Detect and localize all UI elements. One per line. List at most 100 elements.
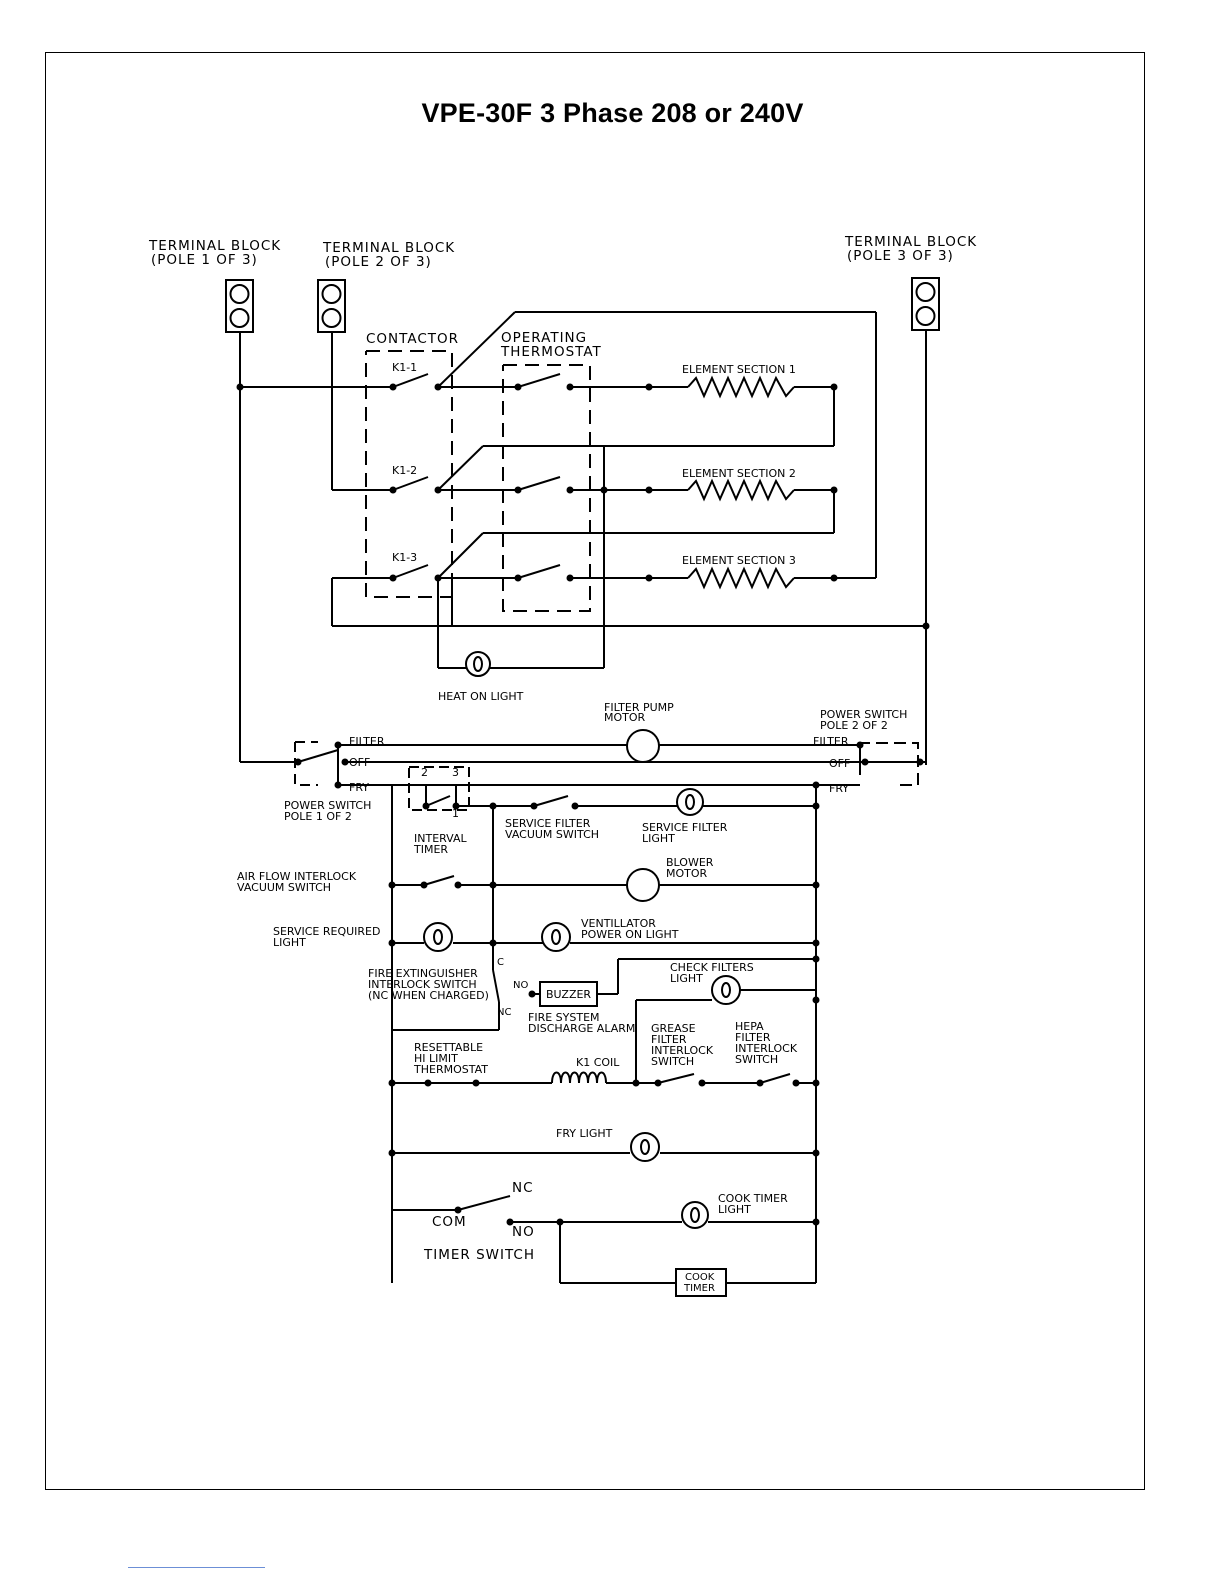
- label-hepa-3: INTERLOCK: [735, 1042, 798, 1055]
- label-filter-pump-1: FILTER PUMP: [604, 701, 674, 714]
- label-heat-on-light: HEAT ON LIGHT: [438, 690, 524, 703]
- label-cook-timer-1: COOK: [685, 1272, 715, 1283]
- blower-motor-icon: [626, 868, 660, 902]
- label-fry-left: FRY: [349, 781, 369, 794]
- heating-elements: [687, 375, 795, 590]
- label-element-1: ELEMENT SECTION 1: [682, 363, 796, 376]
- buzzer-box: [539, 981, 598, 1007]
- label-nc: NC: [497, 1007, 511, 1018]
- label-grease-1: GREASE: [651, 1022, 696, 1035]
- label-timer-1: 1: [452, 807, 459, 820]
- label-ps2-line2: POLE 2 OF 2: [820, 719, 888, 732]
- label-grease-3: INTERLOCK: [651, 1044, 714, 1057]
- label-hilimit-3: THERMOSTAT: [413, 1063, 488, 1076]
- label-filter-right: FILTER: [813, 735, 849, 748]
- label-check-1: CHECK FILTERS: [670, 961, 754, 974]
- heat-on-light-icon: [465, 651, 491, 677]
- label-ps1-line1: POWER SWITCH: [284, 799, 371, 812]
- label-tb2-line2: (POLE 2 OF 3): [325, 254, 432, 270]
- label-grease-4: SWITCH: [651, 1055, 694, 1068]
- power-wiring: [239, 311, 927, 765]
- service-required-light-icon: [423, 922, 453, 952]
- label-hepa-4: SWITCH: [735, 1053, 778, 1066]
- control-wiring: [240, 741, 926, 1284]
- label-tb3-line2: (POLE 3 OF 3): [847, 248, 954, 264]
- label-svc-req-1: SERVICE REQUIRED: [273, 925, 380, 938]
- label-ps1-line2: POLE 1 OF 2: [284, 810, 352, 823]
- label-element-2: ELEMENT SECTION 2: [682, 467, 796, 480]
- label-off-left: OFF: [349, 756, 370, 769]
- label-no: NO: [513, 980, 528, 991]
- filter-pump-motor-icon: [626, 729, 660, 763]
- label-k1-coil: K1 COIL: [576, 1056, 620, 1069]
- label-blower-2: MOTOR: [666, 867, 708, 880]
- label-op-thermo-1: OPERATING: [501, 330, 587, 346]
- label-tb1-line1: TERMINAL BLOCK: [148, 238, 281, 254]
- page-frame: [45, 52, 1145, 1490]
- label-c: C: [497, 957, 504, 968]
- ventilator-light-icon: [541, 922, 571, 952]
- service-filter-light-icon: [676, 788, 704, 816]
- label-fire-3: (NC WHEN CHARGED): [368, 989, 489, 1002]
- terminal-block-3: [911, 277, 940, 331]
- label-k1-2: K1-2: [392, 464, 417, 477]
- label-blower-1: BLOWER: [666, 856, 714, 869]
- terminal-block-1: [225, 279, 254, 333]
- label-fry-right: FRY: [829, 782, 849, 795]
- label-cook-light-1: COOK TIMER: [718, 1192, 788, 1205]
- label-buzzer: BUZZER: [546, 988, 591, 1001]
- label-timer-no: NO: [512, 1224, 535, 1240]
- label-k1-3: K1-3: [392, 551, 417, 564]
- label-contactor: CONTACTOR: [366, 331, 459, 347]
- label-timer-switch: TIMER SWITCH: [423, 1247, 535, 1263]
- label-svc-vac-2: VACUUM SWITCH: [505, 828, 599, 841]
- label-svc-light-1: SERVICE FILTER: [642, 821, 728, 834]
- label-hilimit-2: HI LIMIT: [414, 1052, 458, 1065]
- label-timer-nc: NC: [512, 1180, 534, 1196]
- label-timer-com: COM: [432, 1214, 467, 1230]
- label-check-2: LIGHT: [670, 972, 703, 985]
- label-cook-timer-2: TIMER: [683, 1283, 715, 1294]
- cook-timer-light-icon: [681, 1201, 709, 1229]
- label-fire-alarm-2: DISCHARGE ALARM: [528, 1022, 635, 1035]
- diagram-title: VPE-30F 3 Phase 208 or 240V: [421, 98, 804, 128]
- label-off-right: OFF: [829, 757, 850, 770]
- label-tb1-line2: (POLE 1 OF 3): [151, 252, 258, 268]
- label-k1-1: K1-1: [392, 361, 417, 374]
- cook-timer-box: [675, 1268, 727, 1297]
- diagram-labels: TERMINAL BLOCK (POLE 1 OF 3) TERMINAL BL…: [148, 234, 977, 1294]
- label-hepa-1: HEPA: [735, 1020, 764, 1033]
- label-cook-light-2: LIGHT: [718, 1203, 751, 1216]
- label-ps2-line1: POWER SWITCH: [820, 708, 907, 721]
- label-interval-timer-1: INTERVAL: [414, 832, 468, 845]
- label-tb2-line1: TERMINAL BLOCK: [322, 240, 455, 256]
- label-timer-3: 3: [452, 766, 459, 779]
- label-fire-1: FIRE EXTINGUISHER: [368, 967, 478, 980]
- label-fire-alarm-1: FIRE SYSTEM: [528, 1011, 600, 1024]
- fry-light-icon: [630, 1132, 660, 1162]
- label-filter-left: FILTER: [349, 735, 385, 748]
- label-airflow-2: VACUUM SWITCH: [237, 881, 331, 894]
- contactor-switches: [392, 373, 561, 579]
- label-element-3: ELEMENT SECTION 3: [682, 554, 796, 567]
- label-vent-2: POWER ON LIGHT: [581, 928, 679, 941]
- label-hilimit-1: RESETTABLE: [414, 1041, 483, 1054]
- label-svc-req-2: LIGHT: [273, 936, 306, 949]
- label-vent-1: VENTILLATOR: [581, 917, 656, 930]
- label-svc-light-2: LIGHT: [642, 832, 675, 845]
- label-hepa-2: FILTER: [735, 1031, 771, 1044]
- junction-dots: [236, 383, 930, 1226]
- label-svc-vac-1: SERVICE FILTER: [505, 817, 591, 830]
- label-interval-timer-2: TIMER: [413, 843, 448, 856]
- check-filters-light-icon: [711, 975, 741, 1005]
- label-fire-2: INTERLOCK SWITCH: [368, 978, 477, 991]
- label-tb3-line1: TERMINAL BLOCK: [844, 234, 977, 250]
- label-airflow-1: AIR FLOW INTERLOCK: [237, 870, 357, 883]
- label-fry-light: FRY LIGHT: [556, 1127, 613, 1140]
- footer-rule: [128, 1567, 265, 1568]
- contactor-dashed-box: [365, 350, 591, 612]
- terminal-block-2: [317, 279, 346, 333]
- label-grease-2: FILTER: [651, 1033, 687, 1046]
- k1-coil-icon: [551, 1071, 607, 1084]
